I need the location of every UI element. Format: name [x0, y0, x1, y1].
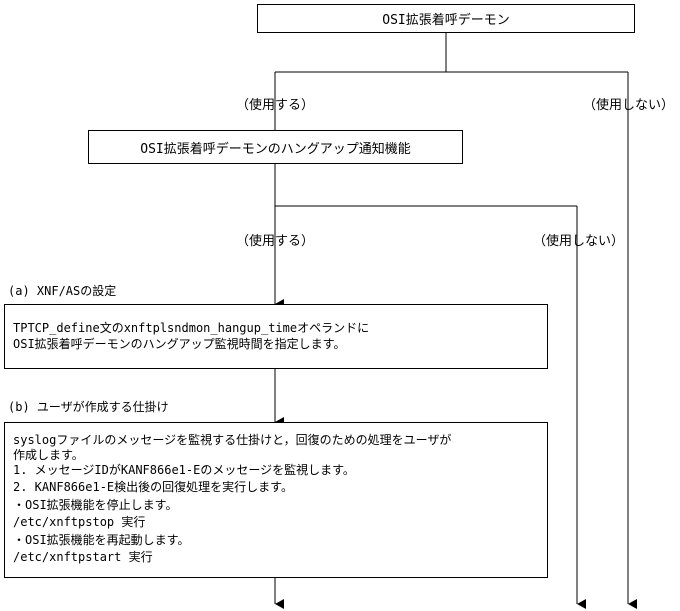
section-b-box: syslogファイルのメッセージを監視する仕掛けと，回復のための処理をユーザが …	[4, 422, 548, 578]
section-a-line: TPTCP_define文のxnftplsndmon_hangup_timeオペ…	[13, 321, 370, 335]
hangup-notify-label: OSI拡張着呼デーモンのハングアップ通知機能	[140, 141, 411, 157]
not-use-label-1: （使用しない）	[583, 98, 675, 113]
section-a-line: OSI拡張着呼デーモンのハングアップ監視時間を指定します。	[13, 337, 346, 351]
section-b-line: syslogファイルのメッセージを監視する仕掛けと，回復のための処理をユーザが	[13, 433, 452, 447]
use-label-1: （使用する）	[236, 98, 315, 113]
section-b-line: /etc/xnftpstop 実行	[13, 515, 146, 529]
section-b-line: 2. KANF866e1-E検出後の回復処理を実行します。	[13, 480, 293, 494]
title-box-label: OSI拡張着呼デーモン	[382, 13, 510, 28]
section-b-line: 作成します。	[13, 448, 84, 462]
section-b-heading: (b) ユーザが作成する仕掛け	[8, 400, 169, 414]
section-a-box: TPTCP_define文のxnftplsndmon_hangup_timeオペ…	[4, 304, 548, 369]
section-b-line: /etc/xnftpstart 実行	[13, 550, 153, 564]
hangup-notify-box: OSI拡張着呼デーモンのハングアップ通知機能	[88, 130, 463, 164]
section-b-line: ・OSI拡張機能を停止します。	[13, 498, 178, 512]
not-use-label-2: （使用しない）	[533, 234, 625, 249]
section-b-line: 1. メッセージIDがKANF866e1-Eのメッセージを監視します。	[13, 463, 355, 477]
title-box: OSI拡張着呼デーモン	[257, 4, 635, 33]
section-b-line: ・OSI拡張機能を再起動します。	[13, 533, 190, 547]
use-label-2: （使用する）	[236, 234, 315, 249]
section-a-heading: (a) XNF/ASの設定	[8, 284, 117, 298]
